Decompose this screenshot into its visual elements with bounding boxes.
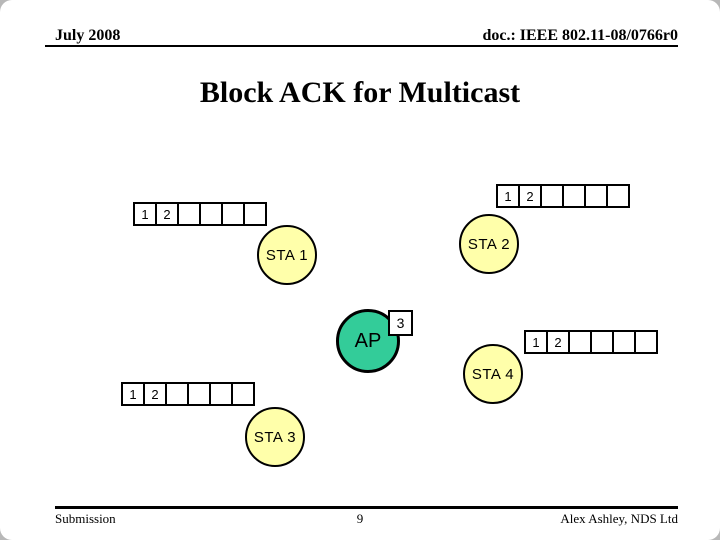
bitmap-cell <box>584 184 608 208</box>
bitmap-cell <box>221 202 245 226</box>
bitmap-cell <box>199 202 223 226</box>
bitmap-row-sta3: 1 2 <box>121 382 255 406</box>
bitmap-cell: 2 <box>518 184 542 208</box>
bitmap-cell <box>243 202 267 226</box>
bitmap-cell <box>612 330 636 354</box>
bitmap-cell <box>209 382 233 406</box>
bitmap-cell <box>568 330 592 354</box>
header-date: July 2008 <box>55 27 121 44</box>
bitmap-row-sta4: 1 2 <box>524 330 658 354</box>
header-divider <box>45 45 678 47</box>
bitmap-cell: 1 <box>133 202 157 226</box>
node-sta2: STA 2 <box>459 214 519 274</box>
node-label: STA 4 <box>471 365 515 383</box>
bitmap-cell: 1 <box>524 330 548 354</box>
footer-submission: Submission <box>55 511 116 526</box>
bitmap-cell <box>177 202 201 226</box>
header-doc-number: doc.: IEEE 802.11-08/0766r0 <box>482 27 678 44</box>
bitmap-cell: 2 <box>546 330 570 354</box>
node-sta1: STA 1 <box>257 225 317 285</box>
bitmap-row-sta2: 1 2 <box>496 184 630 208</box>
bitmap-cell <box>231 382 255 406</box>
bitmap-cell: 2 <box>155 202 179 226</box>
node-label: AP <box>354 329 382 352</box>
node-sta3: STA 3 <box>245 407 305 467</box>
bitmap-cell <box>590 330 614 354</box>
bitmap-cell <box>634 330 658 354</box>
bitmap-cell <box>606 184 630 208</box>
node-sta4: STA 4 <box>463 344 523 404</box>
bitmap-cell: 2 <box>143 382 167 406</box>
bitmap-cell <box>562 184 586 208</box>
footer-author: Alex Ashley, NDS Ltd <box>560 511 678 526</box>
slide-title: Block ACK for Multicast <box>199 76 521 109</box>
bitmap-cell <box>540 184 564 208</box>
bitmap-cell: 1 <box>496 184 520 208</box>
ap-sequence-badge: 3 <box>388 310 413 336</box>
node-label: STA 2 <box>467 235 511 253</box>
node-label: STA 3 <box>253 428 297 446</box>
bitmap-cell <box>165 382 189 406</box>
node-label: STA 1 <box>265 246 309 264</box>
bitmap-cell: 1 <box>121 382 145 406</box>
footer-divider <box>55 506 678 509</box>
footer-page-number: 9 <box>356 511 364 526</box>
bitmap-row-sta1: 1 2 <box>133 202 267 226</box>
bitmap-cell <box>187 382 211 406</box>
